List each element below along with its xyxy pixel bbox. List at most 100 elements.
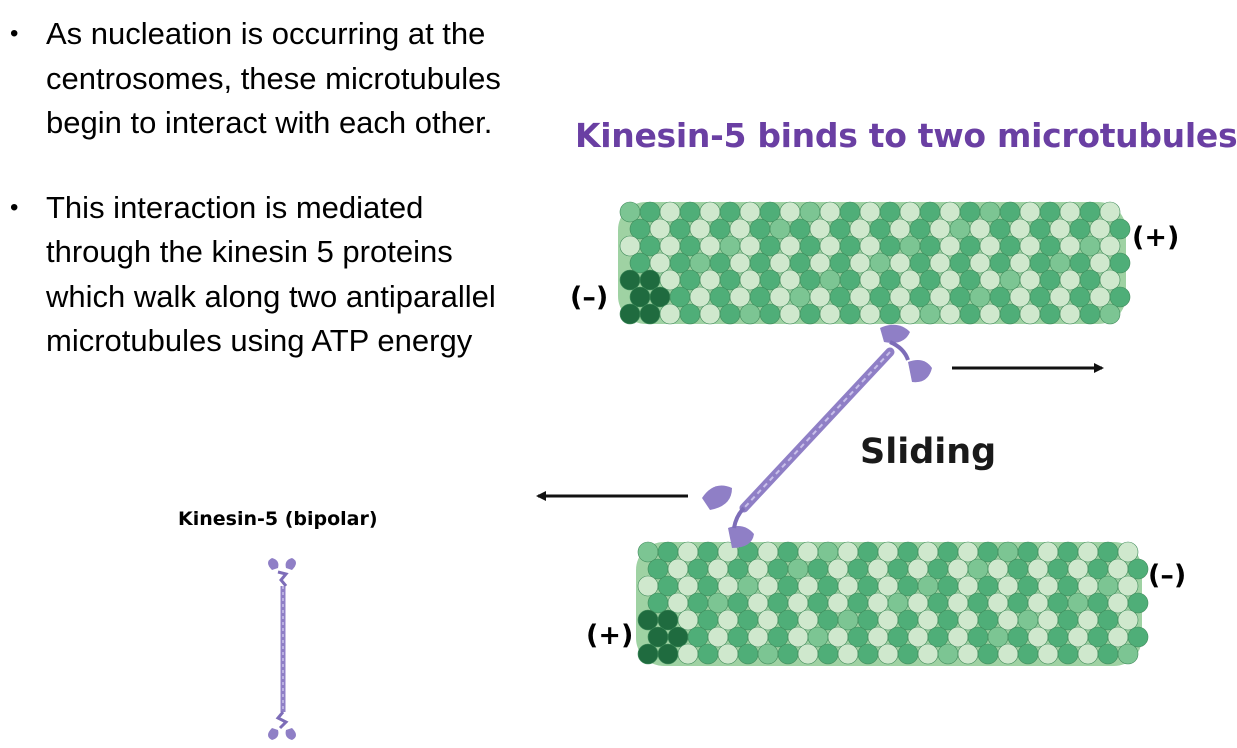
tubulin-subunit: [917, 643, 939, 665]
tubulin-subunit: [899, 201, 921, 223]
tubulin-subunit: [739, 235, 761, 257]
tubulin-subunit: [789, 286, 811, 308]
tubulin-subunit: [1069, 218, 1091, 240]
tubulin-subunit: [1049, 252, 1071, 274]
tubulin-subunit: [959, 303, 981, 325]
tubulin-subunit: [1047, 626, 1069, 648]
tubulin-subunit: [979, 235, 1001, 257]
tubulin-subunit: [629, 252, 651, 274]
tubulin-subunit: [787, 592, 809, 614]
tubulin-subunit: [1079, 269, 1101, 291]
tubulin-subunit: [939, 201, 961, 223]
tubulin-subunit: [729, 218, 751, 240]
tubulin-subunit: [779, 235, 801, 257]
tubulin-subunit: [1127, 558, 1149, 580]
tubulin-subunit: [727, 558, 749, 580]
tubulin-subunit: [729, 252, 751, 274]
tubulin-subunit: [1099, 269, 1121, 291]
tubulin-subunit: [637, 643, 659, 665]
tubulin-subunit: [1087, 592, 1109, 614]
tubulin-subunit: [989, 286, 1011, 308]
tubulin-subunit: [1007, 592, 1029, 614]
tubulin-subunit: [667, 592, 689, 614]
tubulin-subunit: [647, 558, 669, 580]
tubulin-subunit: [977, 541, 999, 563]
tubulin-subunit: [887, 626, 909, 648]
tubulin-subunit: [799, 303, 821, 325]
tubulin-subunit: [1047, 592, 1069, 614]
tubulin-subunit: [657, 609, 679, 631]
tubulin-subunit: [1067, 626, 1089, 648]
tubulin-subunit: [647, 592, 669, 614]
tubulin-subunit: [1057, 541, 1079, 563]
tubulin-subunit: [657, 541, 679, 563]
tubulin-subunit: [659, 269, 681, 291]
tubulin-subunit: [807, 626, 829, 648]
tubulin-subunit: [807, 558, 829, 580]
tubulin-subunit: [819, 269, 841, 291]
tubulin-subunit: [659, 235, 681, 257]
tubulin-subunit: [759, 269, 781, 291]
tubulin-subunit: [689, 252, 711, 274]
tubulin-subunit: [967, 592, 989, 614]
tubulin-subunit: [1097, 609, 1119, 631]
tubulin-subunit: [1059, 269, 1081, 291]
tubulin-subunit: [809, 218, 831, 240]
tubulin-subunit: [979, 269, 1001, 291]
tubulin-subunit: [817, 575, 839, 597]
tubulin-subunit: [829, 218, 851, 240]
tubulin-subunit: [797, 609, 819, 631]
tubulin-subunit: [709, 218, 731, 240]
tubulin-subunit: [869, 252, 891, 274]
tubulin-subunit: [827, 558, 849, 580]
tubulin-subunit: [799, 235, 821, 257]
tubulin-subunit: [639, 235, 661, 257]
diagram-title: Kinesin-5 binds to two microtubules: [575, 116, 1237, 155]
tubulin-subunit: [777, 575, 799, 597]
tubulin-subunit: [717, 643, 739, 665]
tubulin-subunit: [1059, 235, 1081, 257]
tubulin-subunit: [699, 235, 721, 257]
tubulin-subunit: [1079, 235, 1101, 257]
tubulin-subunit: [967, 558, 989, 580]
tubulin-subunit: [817, 541, 839, 563]
tubulin-subunit: [707, 592, 729, 614]
tubulin-subunit: [949, 218, 971, 240]
tubulin-subunit: [669, 286, 691, 308]
tubulin-subunit: [879, 269, 901, 291]
tubulin-subunit: [957, 609, 979, 631]
tubulin-subunit: [859, 235, 881, 257]
tubulin-subunit: [857, 541, 879, 563]
tubulin-subunit: [1007, 558, 1029, 580]
tubulin-subunit: [889, 286, 911, 308]
tubulin-subunit: [747, 592, 769, 614]
tubulin-subunit: [1039, 201, 1061, 223]
kinesin-5-motor-icon: [702, 324, 932, 548]
tubulin-subunit: [1027, 592, 1049, 614]
tubulin-subunit: [987, 626, 1009, 648]
tubulin-subunit: [909, 252, 931, 274]
tubulin-subunit: [939, 269, 961, 291]
tubulin-subunit: [969, 286, 991, 308]
tubulin-subunit: [927, 592, 949, 614]
bullet-text: This interaction is mediated through the…: [46, 189, 496, 359]
tubulin-subunit: [689, 286, 711, 308]
tubulin-subunit: [897, 609, 919, 631]
tubulin-subunit: [777, 643, 799, 665]
tubulin-subunit: [1057, 643, 1079, 665]
tubulin-subunit: [687, 558, 709, 580]
tubulin-subunit: [927, 626, 949, 648]
tubulin-subunit: [997, 643, 1019, 665]
tubulin-subunit: [957, 575, 979, 597]
tubulin-subunit: [737, 643, 759, 665]
tubulin-subunit: [829, 252, 851, 274]
tubulin-subunit: [677, 575, 699, 597]
top-minus-end-label: (–): [570, 282, 609, 313]
tubulin-subunit: [867, 626, 889, 648]
tubulin-subunit: [859, 269, 881, 291]
tubulin-subunit: [847, 626, 869, 648]
tubulin-subunit: [619, 235, 641, 257]
tubulin-subunit: [679, 235, 701, 257]
tubulin-subunit: [1049, 218, 1071, 240]
tubulin-subunit: [1089, 218, 1111, 240]
